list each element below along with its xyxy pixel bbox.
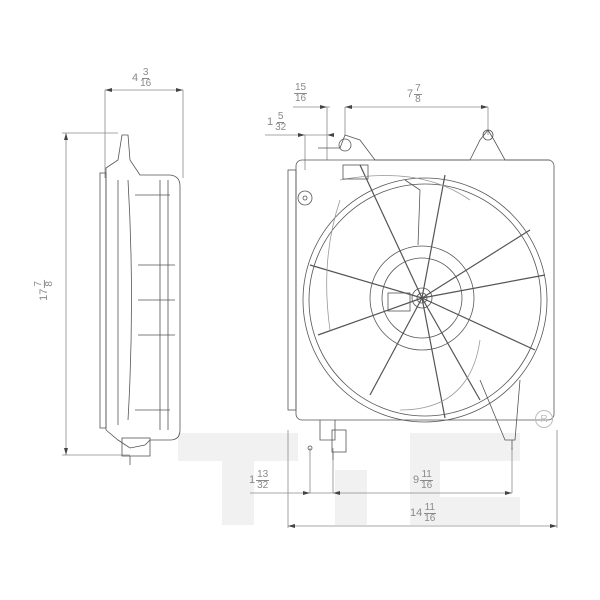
registered-mark: R (535, 410, 553, 428)
watermark-y-stem (335, 470, 367, 525)
side-view (99, 134, 181, 465)
front-view (287, 129, 555, 460)
watermark-t-stem (222, 433, 254, 525)
watermark-c-left (410, 433, 440, 525)
